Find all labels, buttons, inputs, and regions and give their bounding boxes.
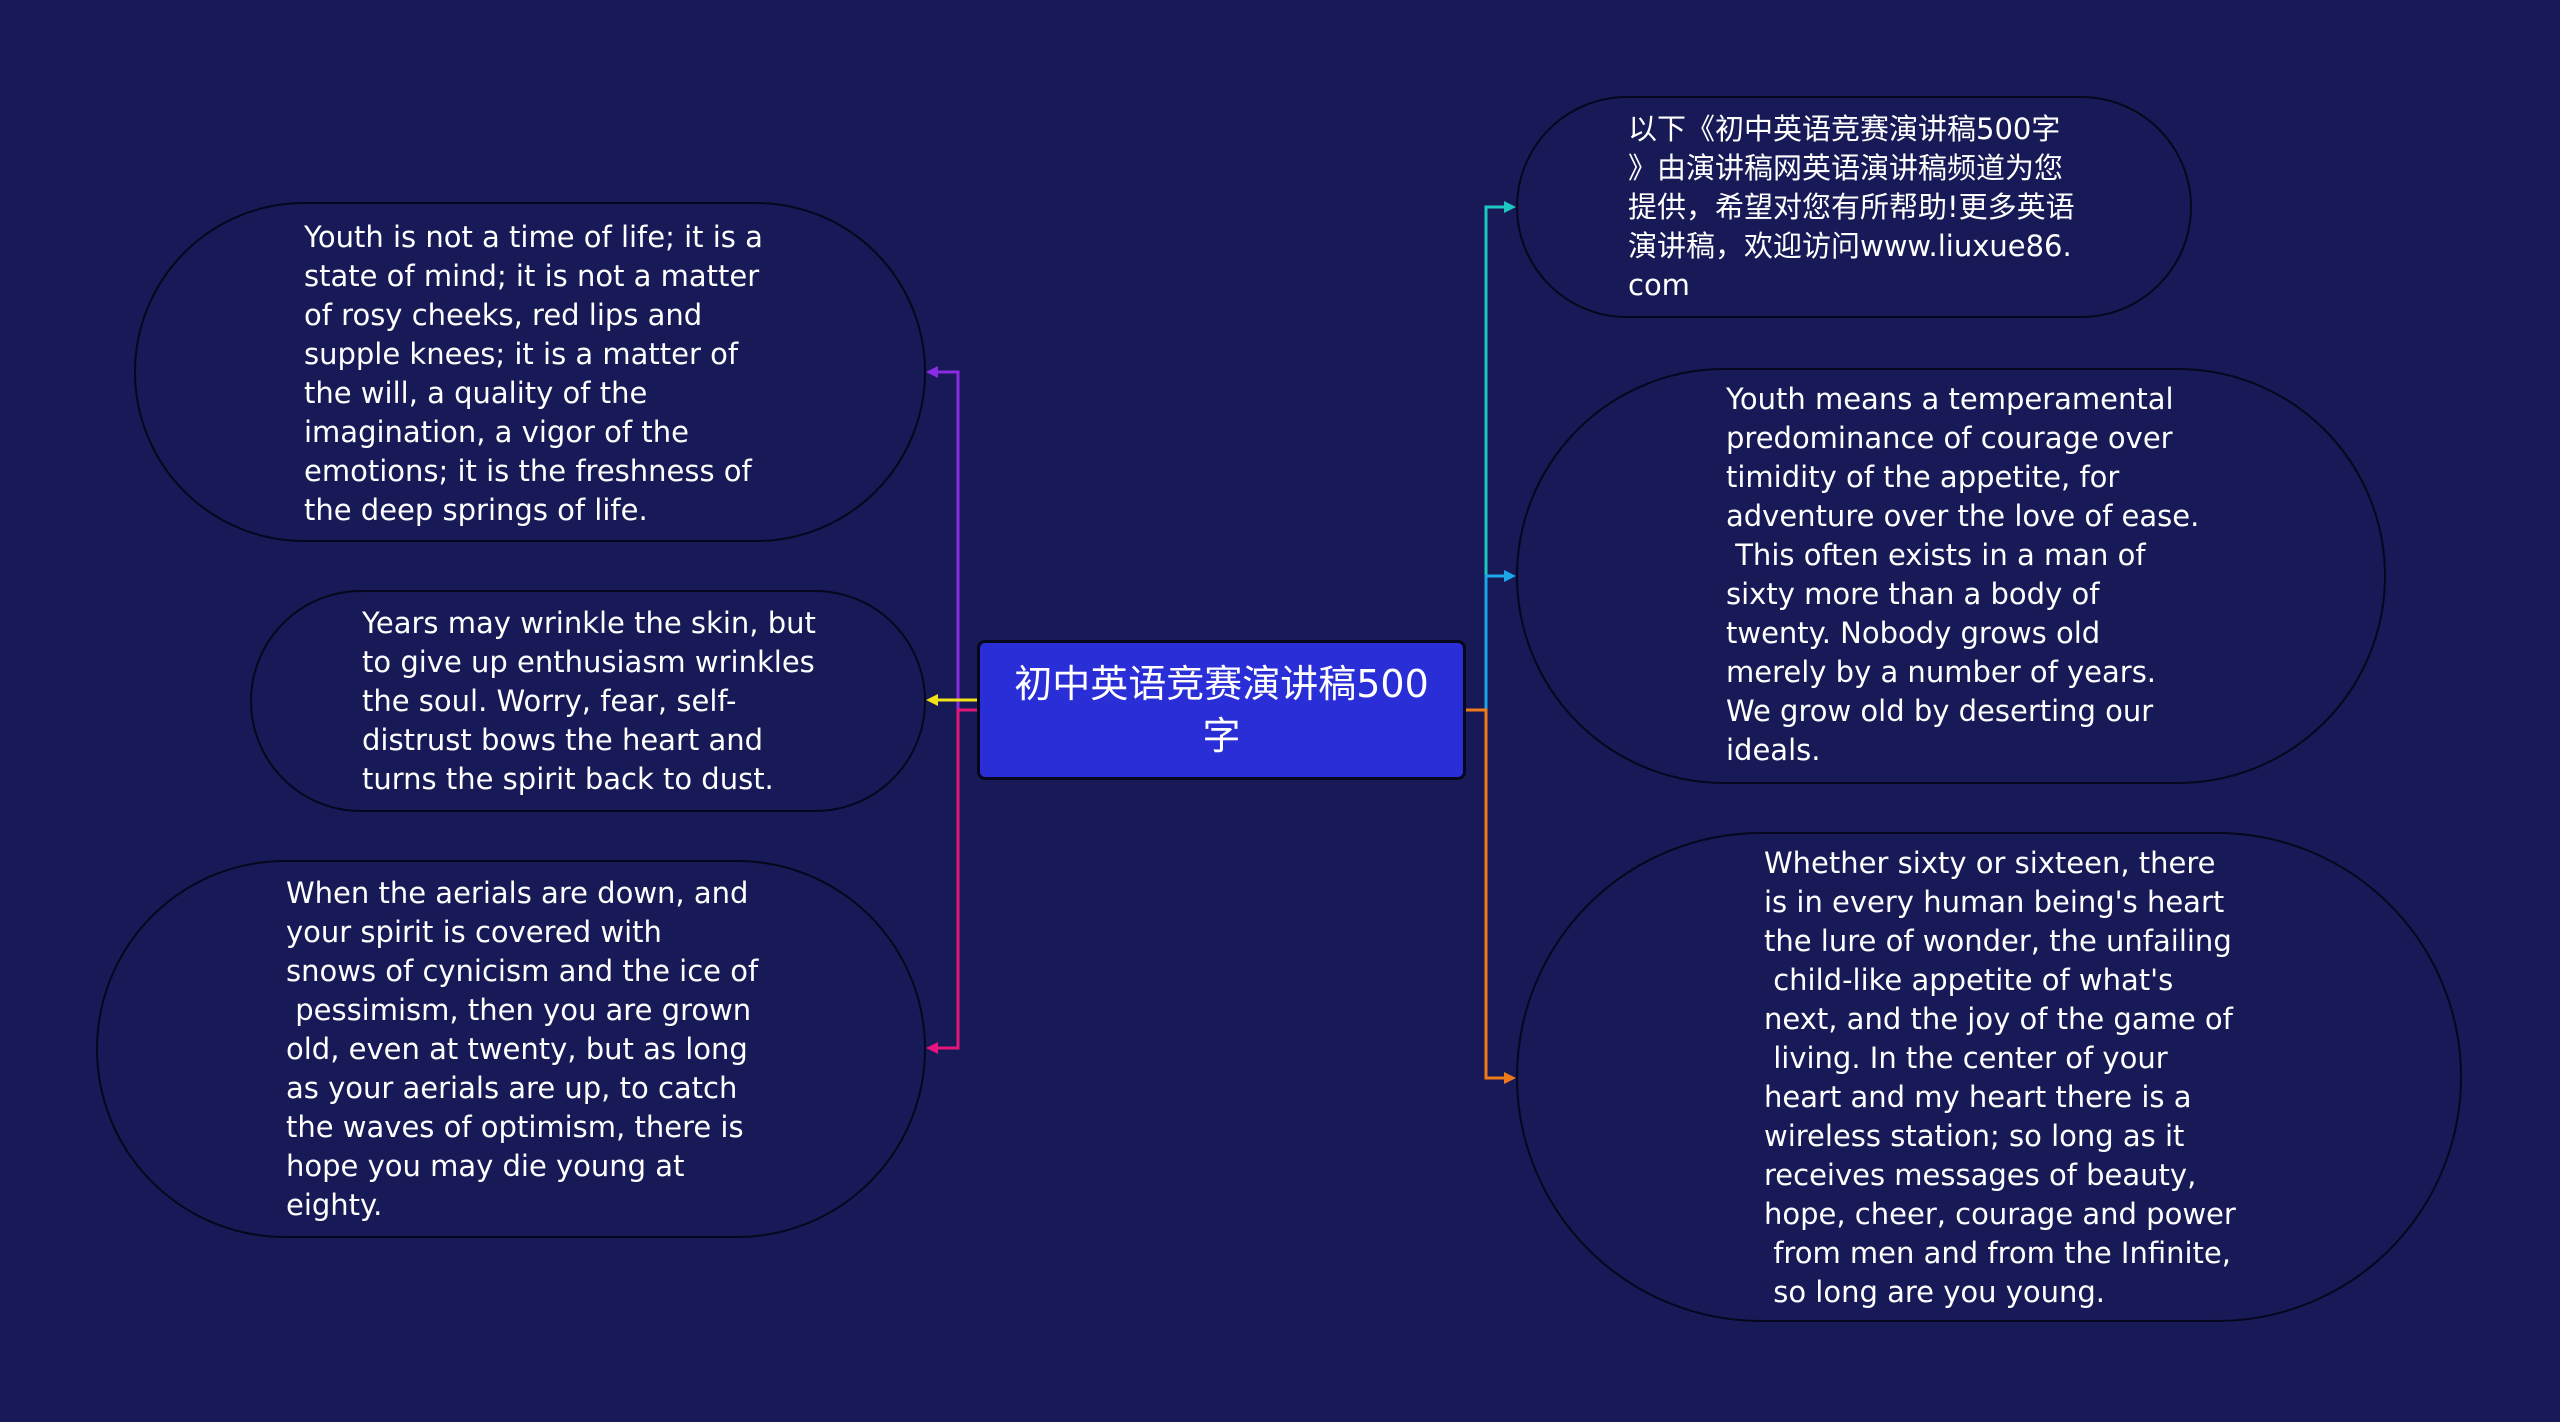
- branch-node-text: Youth means a temperamental predominance…: [1726, 382, 2200, 767]
- branch-node-text: Whether sixty or sixteen, there is in ev…: [1764, 846, 2236, 1309]
- branch-node-text: Youth is not a time of life; it is a sta…: [304, 220, 763, 527]
- arrowhead-right-2: [1504, 570, 1516, 582]
- branch-node-text: When the aerials are down, and your spir…: [286, 876, 759, 1222]
- connector-left-3: [936, 708, 977, 1050]
- arrowhead-left-3: [926, 1042, 938, 1054]
- central-topic-node[interactable]: 初中英语竞赛演讲稿500 字: [977, 640, 1466, 780]
- branch-node-right-3[interactable]: Whether sixty or sixteen, there is in ev…: [1516, 832, 2462, 1322]
- branch-node-left-1[interactable]: Youth is not a time of life; it is a sta…: [134, 202, 926, 542]
- connector-right-3: [1466, 708, 1506, 1080]
- arrowhead-left-2: [926, 694, 938, 706]
- arrowhead-right-3: [1504, 1072, 1516, 1084]
- connector-right-2: [1466, 574, 1506, 712]
- branch-node-right-1[interactable]: 以下《初中英语竞赛演讲稿500字 》由演讲稿网英语演讲稿频道为您 提供，希望对您…: [1516, 96, 2192, 318]
- arrowhead-right-1: [1504, 201, 1516, 213]
- branch-node-left-2[interactable]: Years may wrinkle the skin, but to give …: [250, 590, 926, 812]
- connector-left-1: [936, 370, 977, 712]
- arrowhead-left-1: [926, 366, 938, 378]
- branch-node-text: Years may wrinkle the skin, but to give …: [362, 606, 816, 796]
- branch-node-left-3[interactable]: When the aerials are down, and your spir…: [96, 860, 926, 1238]
- branch-node-text: 以下《初中英语竞赛演讲稿500字 》由演讲稿网英语演讲稿频道为您 提供，希望对您…: [1628, 112, 2075, 302]
- branch-node-right-2[interactable]: Youth means a temperamental predominance…: [1516, 368, 2386, 784]
- central-topic-label: 初中英语竞赛演讲稿500 字: [1014, 662, 1429, 758]
